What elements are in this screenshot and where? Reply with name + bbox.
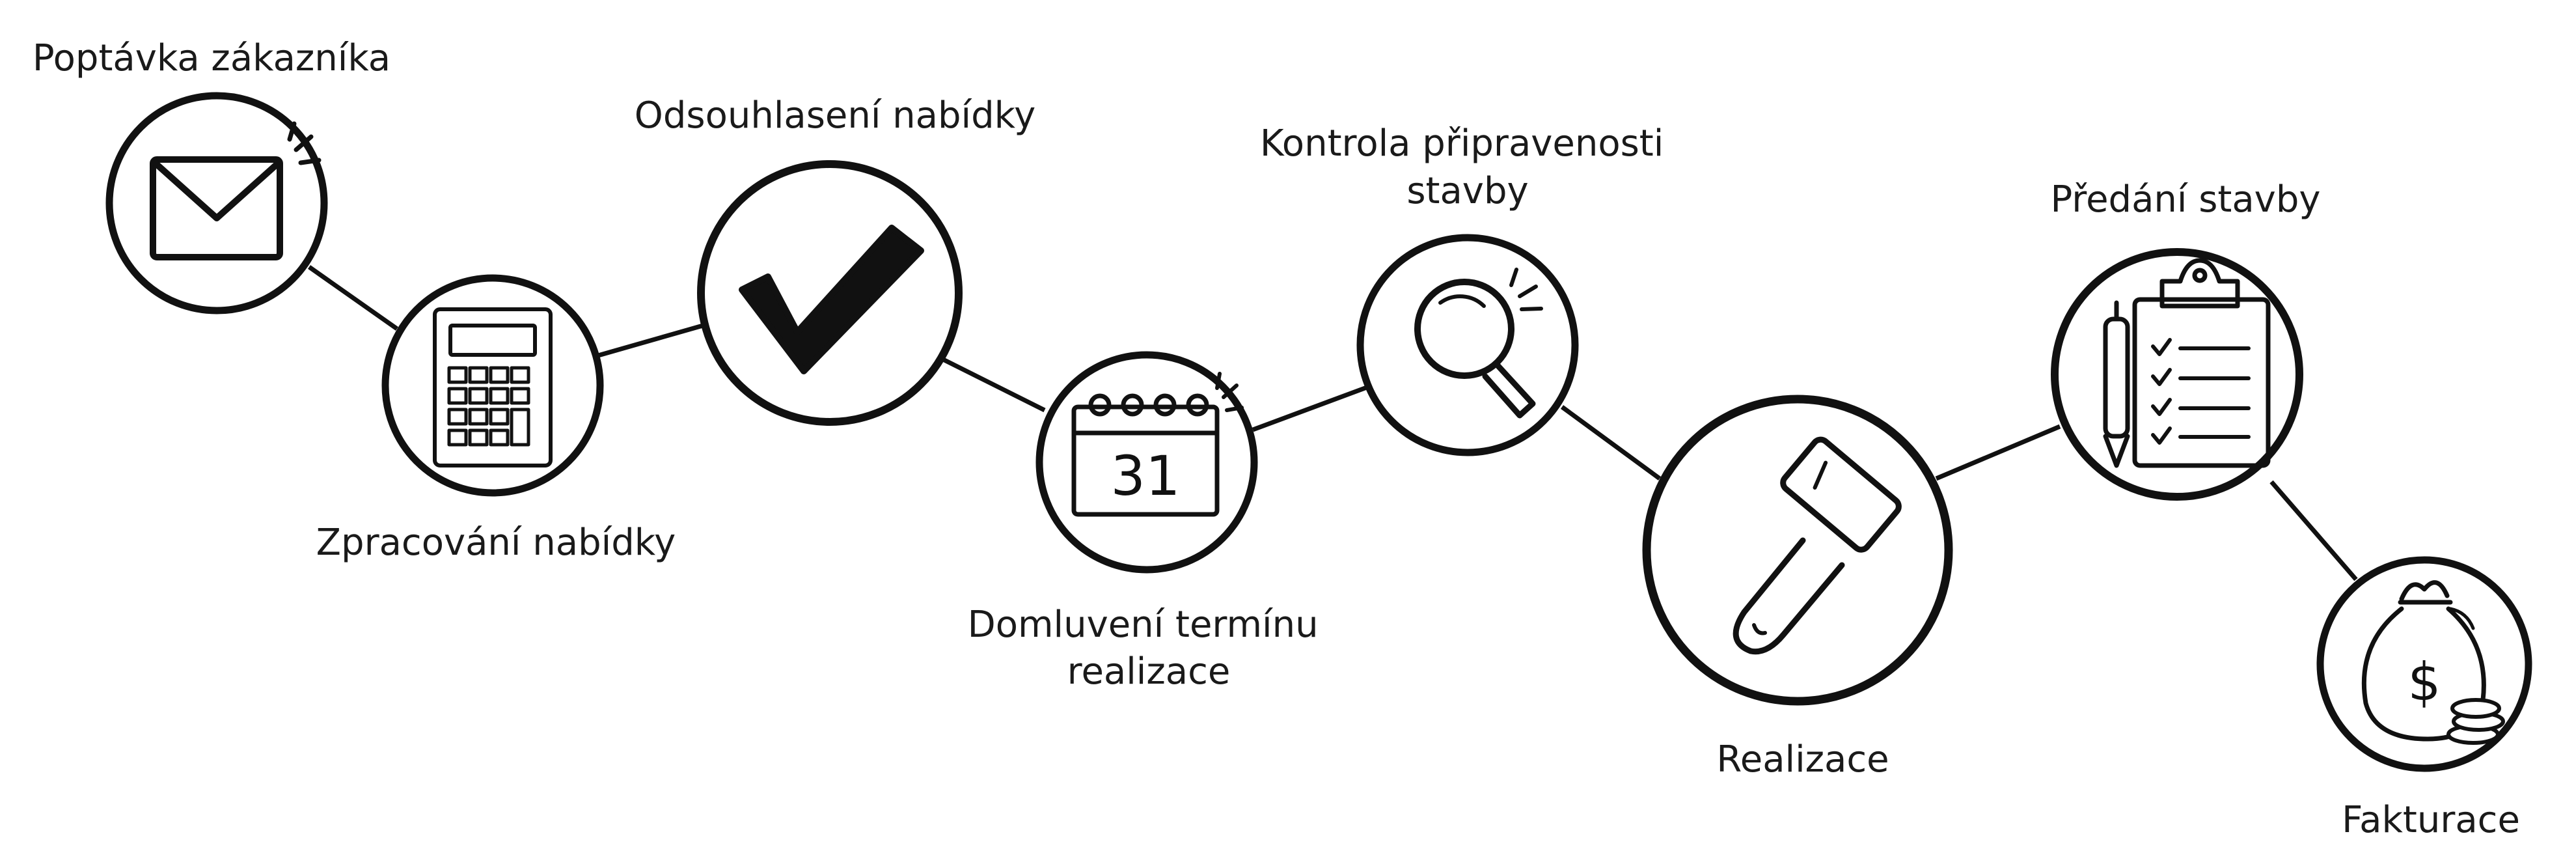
- step-5-circle: [1356, 234, 1579, 456]
- step-6: Realizace: [1642, 395, 1953, 781]
- connector-6-7: [1935, 424, 2061, 481]
- calculator-icon: [433, 307, 553, 467]
- connector-5-6: [1560, 405, 1662, 481]
- step-3: Odsouhlasení nabídky: [635, 94, 1035, 426]
- step-1: Poptávka zákazníka: [33, 37, 391, 314]
- step-4-label: Domluvení termínu realizace: [968, 604, 1330, 693]
- step-7-circle: [2051, 248, 2303, 501]
- connectors: [307, 265, 2358, 581]
- connector-3-4: [939, 355, 1046, 413]
- step-7-label: Předání stavby: [2050, 178, 2320, 221]
- connector-7-8: [2269, 480, 2358, 581]
- hammer-icon: [1733, 436, 1902, 655]
- step-2: Zpracování nabídky: [316, 274, 676, 564]
- step-5: Kontrola připravenosti stavby: [1260, 122, 1675, 456]
- coins-icon: [2446, 698, 2505, 745]
- step-5-label: Kontrola připravenosti stavby: [1260, 122, 1675, 212]
- step-7: Předání stavby: [2050, 178, 2321, 501]
- connector-1-2: [307, 265, 399, 331]
- clipboard-icon: [2103, 258, 2271, 468]
- calendar-icon: 31: [1071, 372, 1244, 517]
- envelope-icon: [150, 121, 322, 260]
- step-1-label: Poptávka zákazníka: [33, 37, 391, 79]
- step-6-label: Realizace: [1716, 738, 1889, 781]
- step-2-label: Zpracování nabídky: [316, 522, 676, 564]
- step-8: $ Fakturace: [2316, 556, 2532, 841]
- step-8-label: Fakturace: [2342, 799, 2520, 841]
- money-bag-icon: $: [2361, 580, 2505, 745]
- magnifier-icon: [1414, 268, 1543, 419]
- checkmark-icon: [739, 225, 924, 374]
- step-2-circle: [381, 274, 604, 497]
- currency-symbol: $: [2408, 652, 2441, 712]
- connector-2-3: [588, 323, 704, 361]
- step-4: 31 Domluvení termínu realizace: [968, 351, 1330, 693]
- calendar-day: 31: [1111, 444, 1181, 508]
- connector-4-5: [1252, 385, 1368, 432]
- step-3-label: Odsouhlasení nabídky: [635, 94, 1035, 137]
